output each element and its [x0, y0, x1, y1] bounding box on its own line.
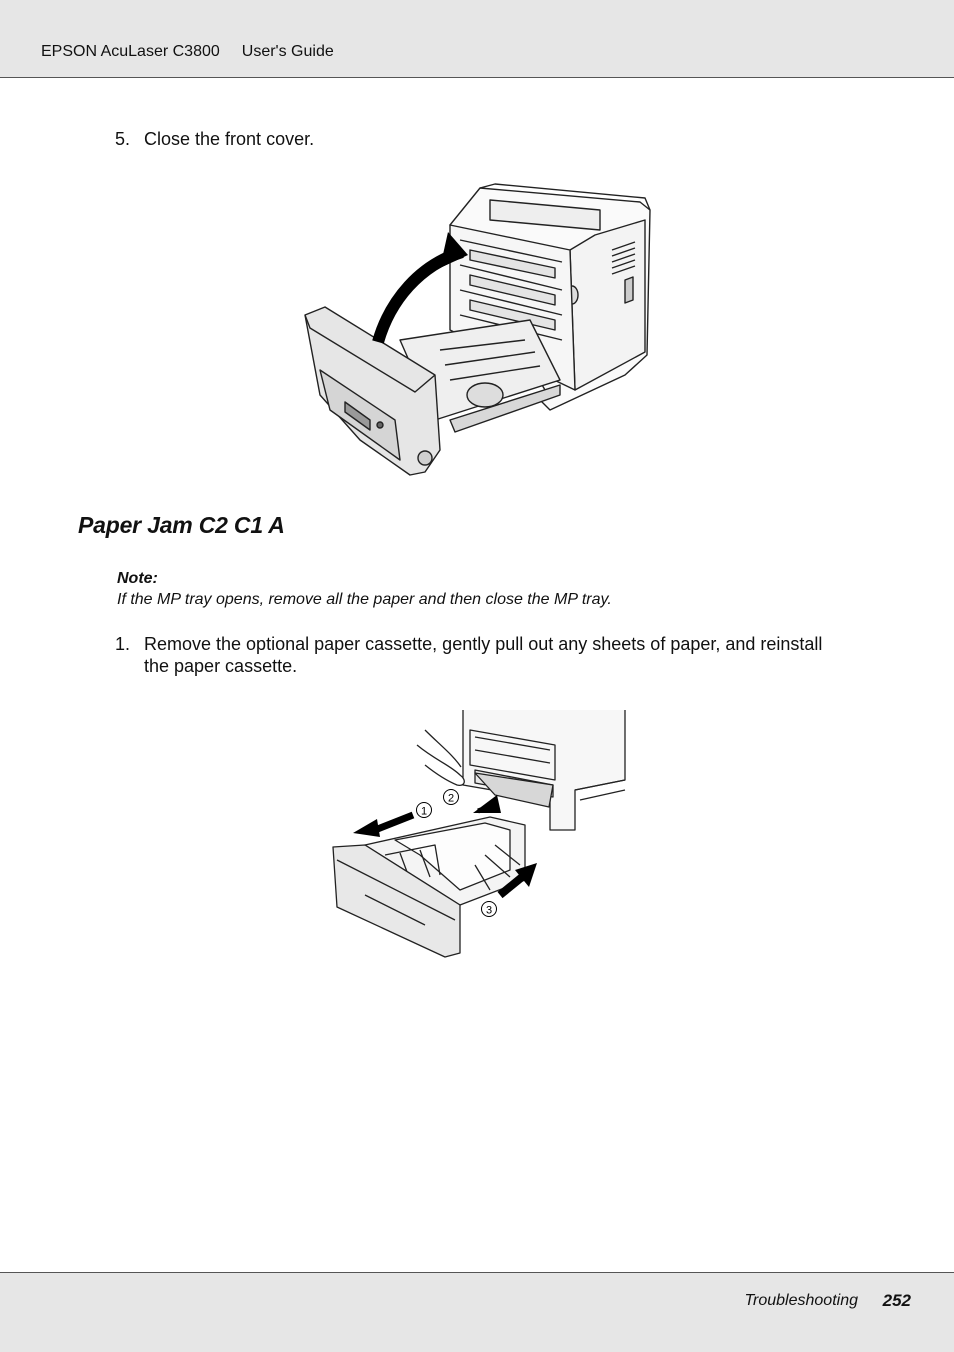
header-guide: User's Guide: [241, 43, 334, 60]
page-number: 252: [882, 1291, 911, 1310]
svg-text:3: 3: [486, 905, 492, 917]
step-text-line-2: the paper cassette.: [144, 656, 298, 676]
callout-3: 3: [481, 901, 497, 917]
paper-cassette-illustration: 1 2 3: [332, 710, 626, 958]
step-5: 5. Close the front cover.: [115, 128, 895, 152]
step-text: Close the front cover.: [144, 129, 315, 149]
header-product: EPSON AcuLaser C3800: [41, 43, 220, 60]
section-heading: Paper Jam C2 C1 A: [78, 512, 285, 538]
note-text: If the MP tray opens, remove all the pap…: [117, 591, 612, 608]
callout-2: 2: [443, 789, 459, 805]
svg-text:1: 1: [421, 806, 427, 818]
callout-1: 1: [416, 802, 432, 818]
step-text-line-1: Remove the optional paper cassette, gent…: [144, 634, 823, 654]
header-title: EPSON AcuLaser C3800 User's Guide: [41, 43, 334, 61]
page-header: EPSON AcuLaser C3800 User's Guide: [0, 0, 954, 78]
step-number: 1.: [115, 634, 131, 654]
step-number: 5.: [115, 129, 131, 149]
footer-section: Troubleshooting: [744, 1292, 858, 1309]
page-footer: Troubleshooting 252: [0, 1272, 954, 1352]
svg-text:2: 2: [448, 793, 454, 805]
step-1: 1. Remove the optional paper cassette, g…: [115, 633, 895, 679]
printer-close-cover-illustration: [304, 183, 651, 476]
note-label: Note:: [117, 570, 158, 587]
